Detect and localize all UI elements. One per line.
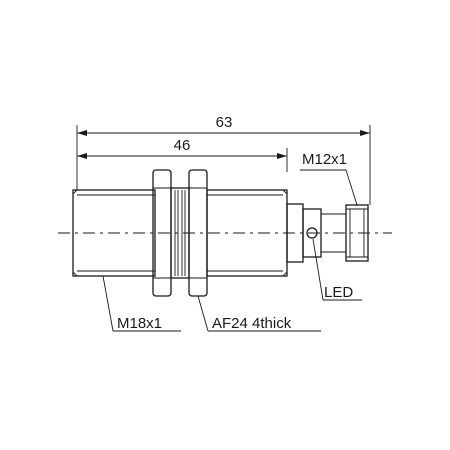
led-indicator — [306, 227, 318, 239]
leader-body-thread — [102, 275, 181, 332]
thread-length-label: 46 — [174, 137, 191, 154]
body-thread-label: M18x1 — [117, 315, 162, 332]
connector-housing — [286, 203, 346, 263]
nut-label: AF24 4thick — [212, 315, 292, 332]
leader-connector-thread — [300, 169, 358, 206]
leader-nut — [197, 295, 321, 332]
connector-thread-label: M12x1 — [302, 151, 347, 168]
washer — [170, 187, 190, 279]
leader-led — [312, 238, 362, 301]
led-label: LED — [324, 284, 353, 301]
dimension-overall-length — [77, 130, 370, 136]
overall-length-label: 63 — [216, 114, 233, 131]
extension-lines — [76, 125, 371, 205]
threaded-body-front — [72, 189, 156, 277]
dimension-thread-length — [77, 153, 287, 159]
